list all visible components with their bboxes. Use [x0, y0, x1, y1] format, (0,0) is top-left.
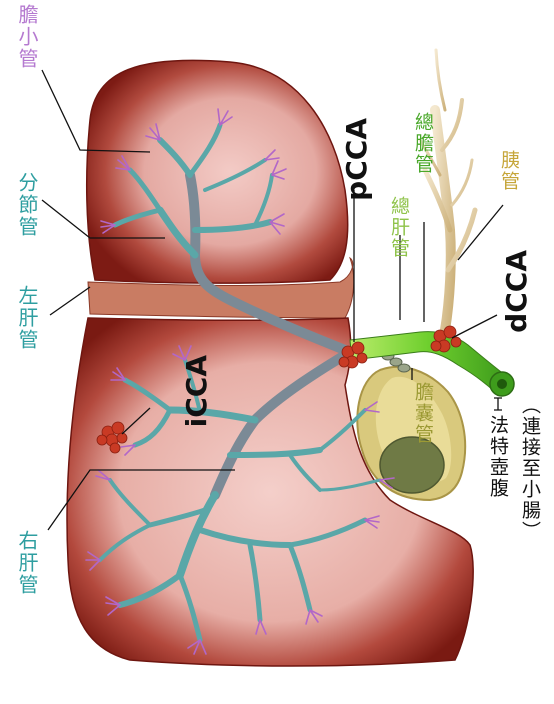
- label-pcca: pCCA: [340, 118, 373, 201]
- label-right-hepatic-duct: 右肝管: [17, 530, 37, 596]
- label-segmental-duct: 分節管: [17, 172, 37, 238]
- label-left-hepatic-duct: 左肝管: [17, 285, 37, 351]
- label-common-bile-duct: 總膽管: [413, 112, 432, 175]
- label-ampulla-line1: 法特壺腹: [488, 415, 507, 499]
- label-pancreatic-duct: 胰管: [499, 150, 518, 192]
- label-dcca: dCCA: [500, 250, 533, 333]
- gallstone: [380, 437, 444, 493]
- label-cystic-duct: 膽囊管: [413, 382, 432, 445]
- label-common-hepatic-duct: 總肝管: [389, 196, 408, 259]
- label-bile-ductule: 膽小管: [17, 4, 37, 70]
- pancreatic-duct: [420, 50, 475, 330]
- label-ampulla-line2: （連接至小腸）: [520, 395, 539, 542]
- label-icca: iCCA: [180, 355, 213, 427]
- liver-upper-lobe: [87, 60, 348, 283]
